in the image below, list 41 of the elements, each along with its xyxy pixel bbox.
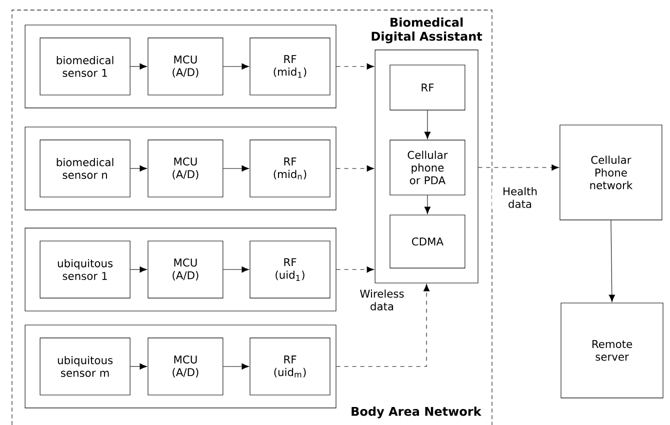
arrow <box>336 284 430 367</box>
process-box: RF (mid$_{1}$) <box>250 38 330 96</box>
process-box: biomedical sensor n <box>40 140 130 198</box>
process-box: RF (mid$_{n}$) <box>250 140 330 198</box>
process-box: Cellular Phone network <box>560 124 662 220</box>
process-box: RF (uid$_{m}$) <box>250 338 330 396</box>
process-box: RF (uid$_{1}$) <box>250 240 330 298</box>
arrow <box>222 165 250 172</box>
process-box: RF <box>390 64 466 110</box>
process-box: Cellular phone or PDA <box>390 140 466 196</box>
arrow <box>222 363 250 370</box>
note-label: Wireless data <box>360 289 404 310</box>
arrow <box>424 195 431 214</box>
arrow <box>130 363 148 370</box>
unit-box <box>24 126 336 210</box>
process-box: Remote server <box>560 302 664 398</box>
arrow <box>424 110 431 140</box>
process-box: MCU (A/D) <box>148 38 224 96</box>
process-box: MCU (A/D) <box>148 338 224 396</box>
region-label: Body Area Network <box>352 406 482 418</box>
process-box: MCU (A/D) <box>148 240 224 298</box>
edge-label: Health data <box>504 187 537 208</box>
process-box: CDMA <box>390 214 466 268</box>
process-box: ubiquitous sensor 1 <box>40 240 130 298</box>
unit-box <box>24 24 336 108</box>
arrow <box>222 63 250 70</box>
arrow <box>478 164 559 171</box>
arrow <box>608 220 616 302</box>
process-box: biomedical sensor 1 <box>40 38 130 96</box>
arrow <box>130 266 148 273</box>
arrow <box>336 63 374 70</box>
arrow <box>336 165 374 172</box>
device-heading: Biomedical Digital Assistant <box>372 18 482 44</box>
unit-box <box>24 228 336 312</box>
arrow <box>130 165 148 172</box>
unit-box <box>24 324 336 408</box>
process-box: ubiquitous sensor m <box>40 338 130 396</box>
arrow <box>222 266 250 273</box>
arrow <box>336 266 374 273</box>
arrow <box>130 63 148 70</box>
process-box: MCU (A/D) <box>148 140 224 198</box>
